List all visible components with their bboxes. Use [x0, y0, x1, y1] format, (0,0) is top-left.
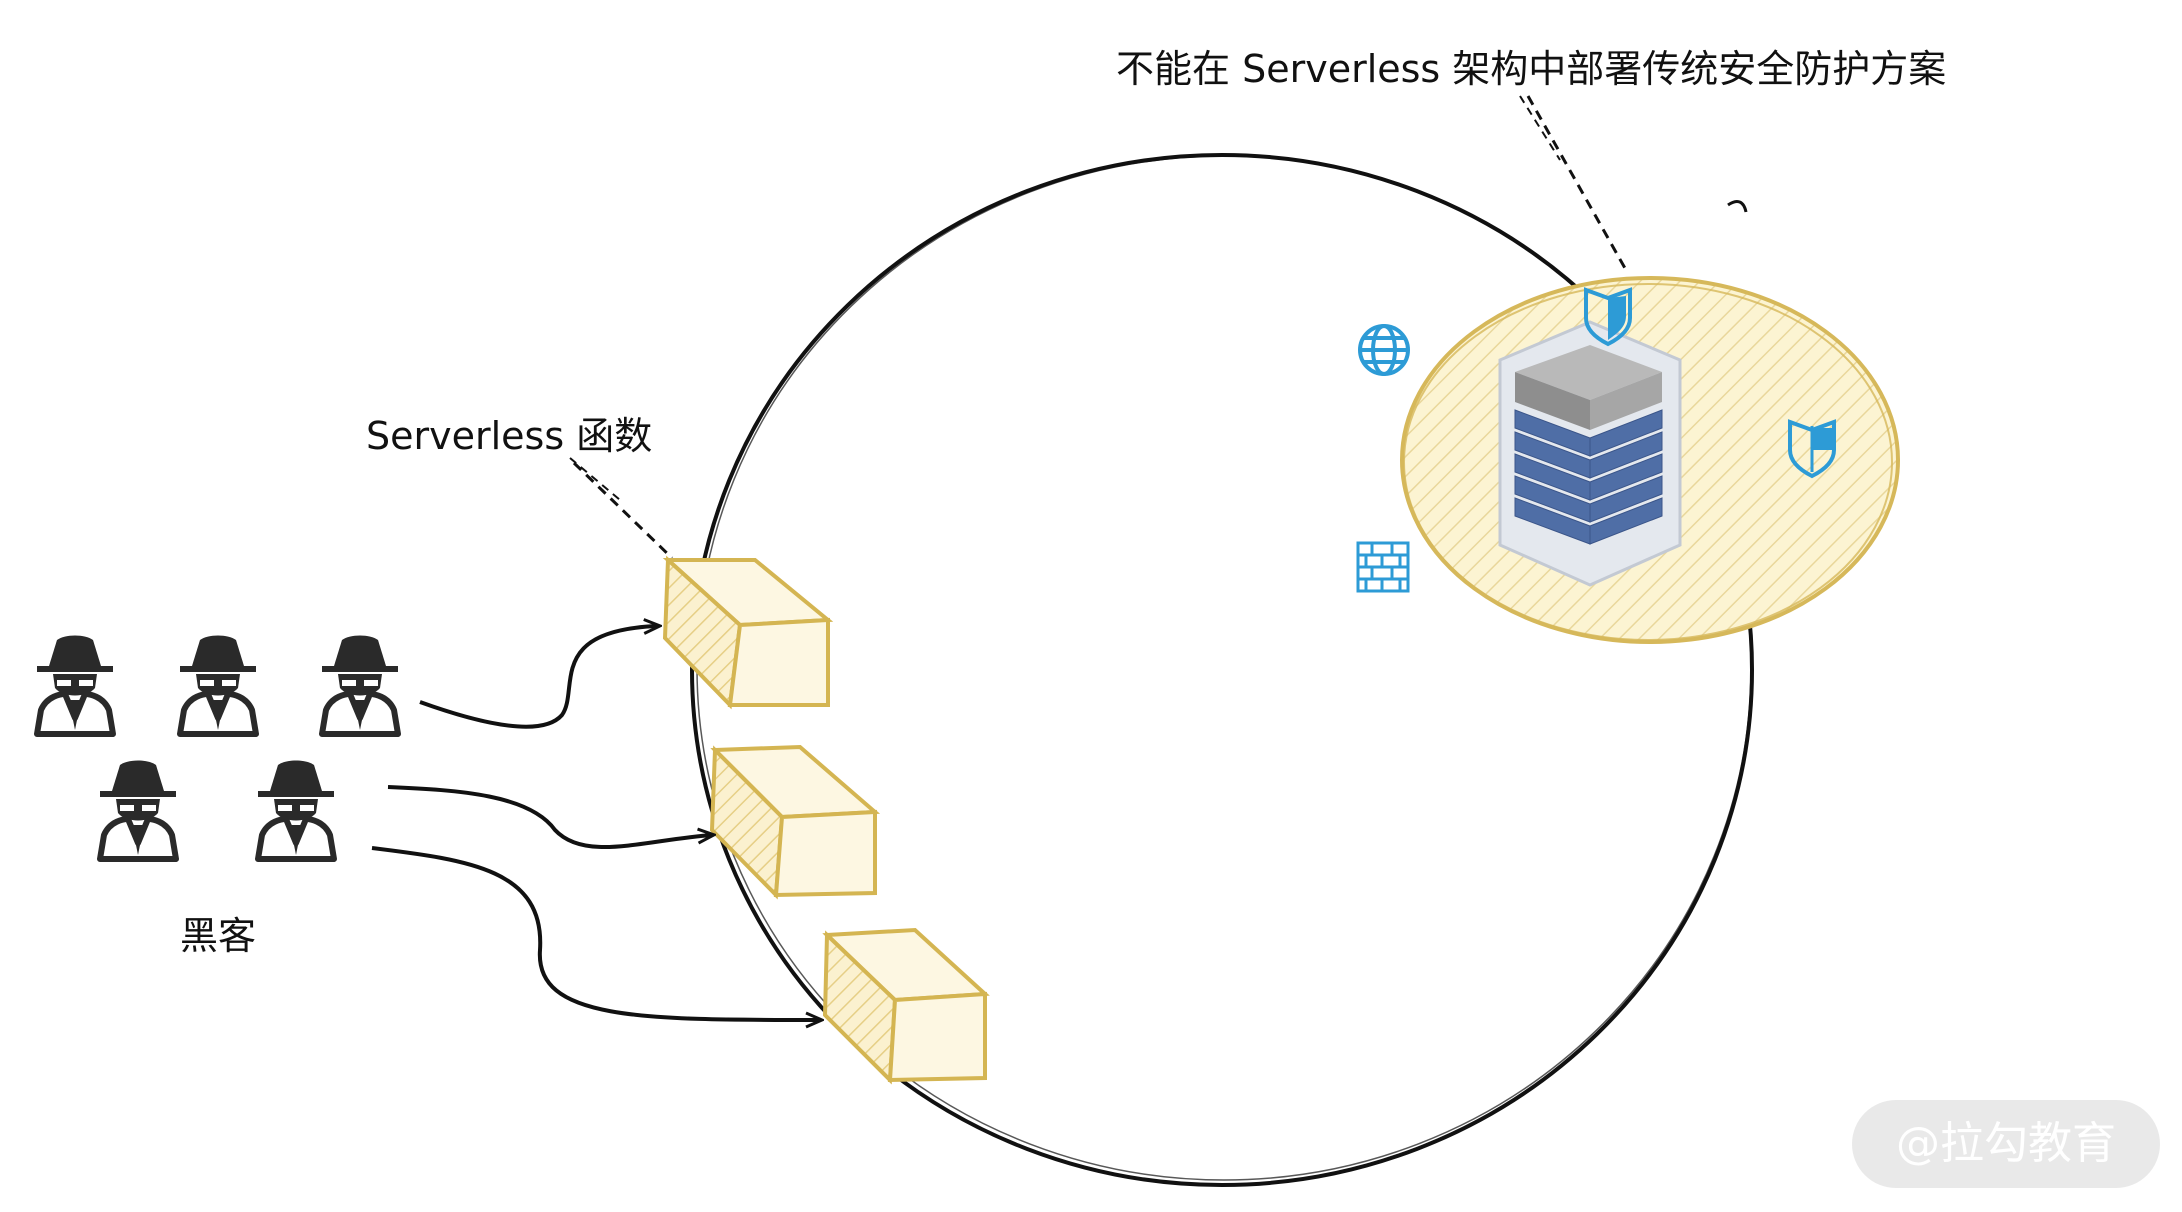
attack-arrow	[387, 785, 712, 849]
function-label-leader	[569, 457, 674, 560]
firewall-icon	[1356, 541, 1410, 593]
shield-icon	[1584, 287, 1632, 347]
globe-icon	[1358, 324, 1410, 376]
hacker-icon	[255, 760, 337, 862]
architecture-note-leader	[1519, 95, 1628, 271]
hacker-icon	[177, 635, 259, 737]
serverless-function-box	[662, 555, 834, 710]
server-rack-icon	[1498, 320, 1682, 587]
shield-icon	[1788, 419, 1836, 479]
serverless-function-box	[709, 744, 881, 900]
hacker-icon	[319, 635, 401, 737]
hacker-icon	[97, 760, 179, 862]
hacker-icon	[34, 635, 116, 737]
architecture-note-label: 不能在 Serverless 架构中部署传统安全防护方案	[1116, 47, 1947, 91]
function-label: Serverless 函数	[366, 414, 653, 458]
serverless-function-box	[822, 927, 990, 1085]
watermark: @拉勾教育	[1852, 1100, 2160, 1188]
attack-arrow	[419, 626, 658, 729]
hacker-group	[34, 635, 401, 862]
attack-arrow	[371, 846, 820, 1020]
hacker-label: 黑客	[180, 914, 257, 958]
